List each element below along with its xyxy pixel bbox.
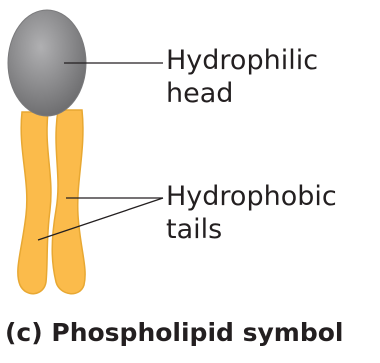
left-tail (18, 112, 51, 294)
hydrophilic-label-line1: Hydrophilic (166, 44, 318, 77)
hydrophobic-label-line2: tails (166, 213, 337, 246)
hydrophobic-label: Hydrophobic tails (166, 180, 337, 246)
right-tail (52, 110, 85, 294)
hydrophobic-tails (18, 110, 85, 294)
figure-caption: (c) Phospholipid symbol (5, 318, 344, 347)
hydrophobic-label-line1: Hydrophobic (166, 180, 337, 213)
hydrophilic-label: Hydrophilic head (166, 44, 318, 110)
hydrophilic-label-line2: head (166, 77, 318, 110)
